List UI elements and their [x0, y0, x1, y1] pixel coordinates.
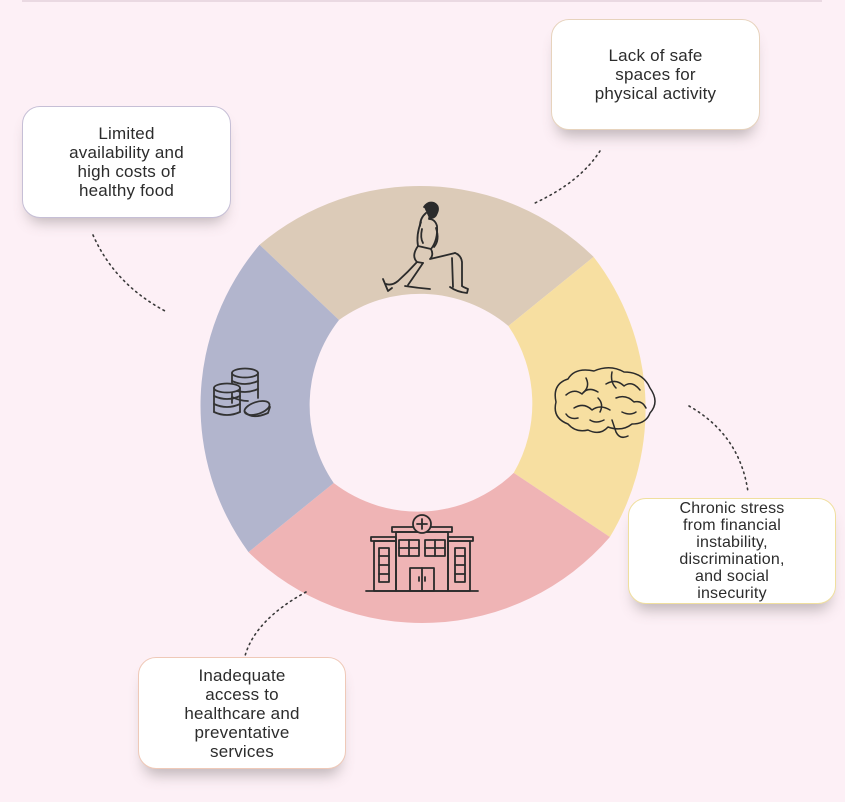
connector-activity — [534, 150, 601, 204]
box-healthcare-access: Inadequate access to healthcare and prev… — [138, 657, 346, 769]
box-stress-line: and social — [694, 568, 770, 585]
box-activity-line: Lack of safe — [608, 46, 703, 65]
box-health-line: services — [210, 741, 274, 761]
box-stress-line: from financial — [683, 517, 781, 534]
hospital-icon — [365, 514, 479, 592]
connector-stress — [688, 405, 749, 493]
box-health-line: access to — [205, 684, 279, 704]
coins-icon — [213, 367, 271, 418]
box-healthy-food: Limited availability and high costs of h… — [22, 106, 231, 218]
box-food-line: availability and — [69, 143, 184, 162]
box-physical-activity: Lack of safe spaces for physical activit… — [551, 19, 760, 130]
box-stress-line: Chronic stress — [679, 500, 785, 517]
segment-food — [200, 244, 339, 553]
top-divider — [22, 0, 822, 2]
connector-food — [92, 234, 168, 313]
connector-healthcare — [244, 591, 307, 657]
box-health-line: healthcare and — [184, 703, 300, 723]
brain-icon — [554, 367, 656, 439]
box-food-line: high costs of — [77, 162, 176, 181]
box-health-line: preventative — [194, 722, 290, 742]
segment-chronic-stress — [508, 256, 646, 537]
box-stress-line: insecurity — [697, 585, 767, 602]
box-activity-line: physical activity — [594, 84, 717, 103]
box-stress-line: instability, — [696, 534, 768, 551]
segment-physical-activity — [259, 185, 594, 326]
box-health-line: Inadequate — [198, 665, 286, 685]
box-activity-line: spaces for — [615, 65, 696, 84]
box-chronic-stress: Chronic stress from financial instabilit… — [628, 498, 836, 604]
box-stress-line: discrimination, — [679, 551, 785, 568]
box-food-line: Limited — [98, 124, 155, 143]
box-food-line: healthy food — [78, 181, 175, 200]
exercising-woman-icon — [382, 201, 469, 294]
